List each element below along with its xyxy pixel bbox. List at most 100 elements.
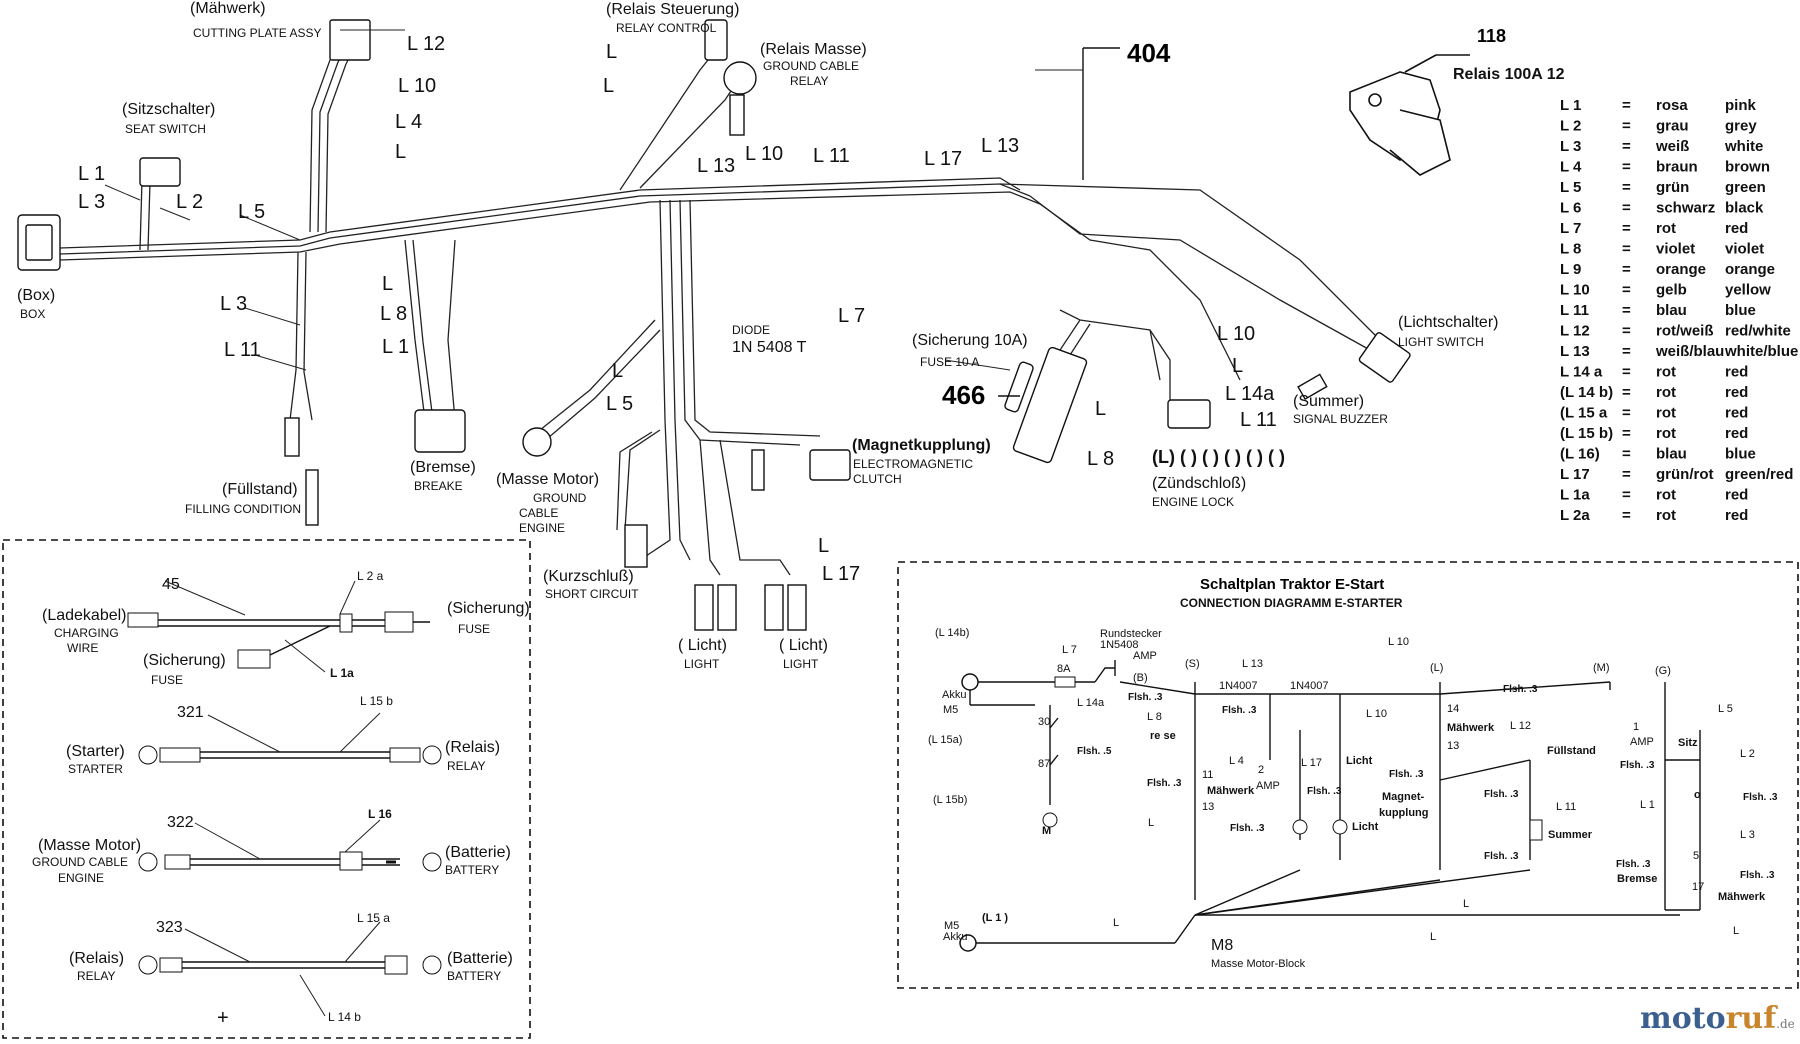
lbl-l17-a: L 17 xyxy=(924,148,962,170)
s-n13a: 13 xyxy=(1202,801,1214,813)
ground-relay-en2: RELAY xyxy=(790,74,828,88)
seat-switch-en: SEAT SWITCH xyxy=(125,122,206,136)
legend-en: green/red xyxy=(1725,466,1793,483)
legend-en: black xyxy=(1725,200,1764,217)
lbl-l-g: L xyxy=(1232,355,1243,377)
legend-en: grey xyxy=(1725,118,1757,135)
legend-en: pink xyxy=(1725,97,1756,114)
legend-code: L 1 xyxy=(1560,97,1581,114)
s-flsh-6: Flsh. .3 xyxy=(1307,786,1342,797)
legend-en: blue xyxy=(1725,302,1756,319)
s-n2: 2 xyxy=(1258,764,1264,776)
s-flsh-12: Flsh. .3 xyxy=(1616,859,1651,870)
legend-eq: = xyxy=(1622,159,1631,176)
c45-right-de: (Sicherung) xyxy=(447,600,530,617)
legend-eq: = xyxy=(1622,405,1631,422)
s-l11: L 11 xyxy=(1556,801,1576,813)
lbl-l1-a: L 1 xyxy=(78,163,105,185)
legend-eq: = xyxy=(1622,220,1631,237)
brake-de: (Bremse) xyxy=(410,459,476,476)
legend-de: rot/weiß xyxy=(1656,323,1714,340)
legend-de: blau xyxy=(1656,446,1687,463)
schematic-title: Schaltplan Traktor E-Start xyxy=(1200,576,1384,593)
legend-code: L 11 xyxy=(1560,302,1589,319)
relay-label: Relais 100A 12 xyxy=(1453,66,1565,83)
legend-en: blue xyxy=(1725,446,1756,463)
s-l12: L 12 xyxy=(1510,720,1531,732)
diode-en: DIODE xyxy=(732,323,770,337)
s-l1: L 1 xyxy=(1640,799,1655,811)
lbl-l14a: L 14a xyxy=(1225,383,1275,405)
c321-left-de: (Starter) xyxy=(66,743,125,760)
c45-right-en: FUSE xyxy=(458,622,490,636)
lbl-l2: L 2 xyxy=(176,191,203,213)
svg-text:motoruf.de: motoruf.de xyxy=(1640,1001,1795,1036)
engine-lock-pins: (L) ( ) ( ) ( ) ( ) ( ) xyxy=(1152,447,1285,467)
legend-code: L 4 xyxy=(1560,159,1582,176)
c321-num: 321 xyxy=(177,704,204,721)
s-flsh-11: Flsh. .3 xyxy=(1743,792,1778,803)
lbl-l3-a: L 3 xyxy=(78,191,105,213)
s-magnet1: Magnet- xyxy=(1382,791,1425,803)
legend-code: L 2 xyxy=(1560,118,1581,135)
legend-de: schwarz xyxy=(1656,200,1715,217)
legend-en: red/white xyxy=(1725,323,1791,340)
s-n13b: 13 xyxy=(1447,740,1459,752)
c322-right-en: BATTERY xyxy=(445,863,499,877)
legend-de: rosa xyxy=(1656,97,1688,114)
legend-en: brown xyxy=(1725,159,1770,176)
s-n17: 17 xyxy=(1692,881,1704,893)
legend-code: (L 14 b) xyxy=(1560,384,1613,401)
leader-lines xyxy=(104,29,1083,371)
legend-de: rot xyxy=(1656,364,1676,381)
harness-bundle xyxy=(59,29,1381,576)
lbl-l17-b: L 17 xyxy=(822,563,860,585)
light-switch-en: LIGHT SWITCH xyxy=(1398,335,1484,349)
c322-num: 322 xyxy=(167,814,194,831)
schematic-subtitle: CONNECTION DIAGRAMM E-STARTER xyxy=(1180,596,1403,610)
s-flsh-7: Flsh. .3 xyxy=(1389,769,1424,780)
cutting-plate-de: (Mähwerk) xyxy=(190,0,266,17)
c322-left-en1: GROUND CABLE xyxy=(32,855,128,869)
component-labels: (Mähwerk) CUTTING PLATE ASSY (Relais Ste… xyxy=(17,0,1565,671)
harness-wire-labels: L 12 L 10 L 4 L L 1 L 3 L 2 L 5 L 3 L 11… xyxy=(78,33,1277,585)
s-maehwerk2: Mähwerk xyxy=(1447,722,1495,734)
ground-motor-de: (Masse Motor) xyxy=(496,471,599,488)
box-en: BOX xyxy=(20,307,45,321)
legend-code: L 17 xyxy=(1560,466,1590,483)
c45-left-en1: CHARGING xyxy=(54,626,119,640)
s-l15a: (L 15a) xyxy=(928,734,962,746)
relay-control-de: (Relais Steuerung) xyxy=(606,1,739,18)
c323-wire: L 15 a xyxy=(357,911,390,925)
cable-set-labels: 45 L 2 a (Ladekabel) CHARGING WIRE (Sich… xyxy=(32,569,530,1029)
legend-eq: = xyxy=(1622,466,1631,483)
buzzer-en: SIGNAL BUZZER xyxy=(1293,412,1388,426)
legend-eq: = xyxy=(1622,425,1631,442)
s-rese: re se xyxy=(1150,730,1176,742)
lbl-l13-b: L 13 xyxy=(981,135,1019,157)
ground-relay-en1: GROUND CABLE xyxy=(763,59,859,73)
s-n87: 87 xyxy=(1038,758,1050,770)
box-de: (Box) xyxy=(17,287,55,304)
s-l5: L 5 xyxy=(1718,703,1733,715)
s-amp: AMP xyxy=(1133,650,1157,662)
schematic-wires xyxy=(959,660,1701,952)
s-bremse: Bremse xyxy=(1617,873,1657,885)
s-flsh-10: Flsh. .3 xyxy=(1620,760,1655,771)
legend-eq: = xyxy=(1622,97,1631,114)
s-n11: 11 xyxy=(1202,769,1213,781)
light-left-en: LIGHT xyxy=(684,657,720,671)
harness-ref: 404 xyxy=(1127,38,1171,68)
s-maehwerk3: Mähwerk xyxy=(1718,891,1766,903)
s-lc: L xyxy=(1733,925,1739,937)
lbl-l8-b: L 8 xyxy=(1087,448,1114,470)
engine-lock-en: ENGINE LOCK xyxy=(1152,495,1234,509)
filling-de: (Füllstand) xyxy=(222,481,298,498)
s-n5408: 1N5408 xyxy=(1100,639,1139,651)
lbl-l-c: L xyxy=(606,41,617,63)
lbl-l10-c: L 10 xyxy=(1217,323,1255,345)
legend-de: gelb xyxy=(1656,282,1687,299)
legend-code: L 8 xyxy=(1560,241,1581,258)
lbl-l10-b: L 10 xyxy=(745,143,783,165)
